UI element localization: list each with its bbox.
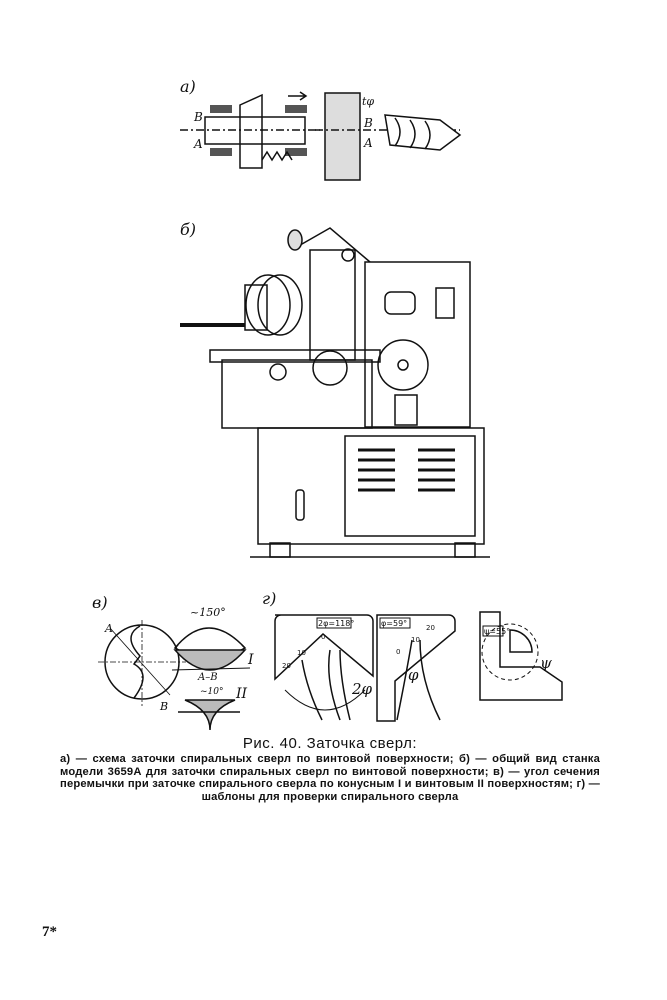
angle-psi: ψ [540,654,552,672]
panel-b-machine: б) [180,220,490,558]
angle-phi: φ [408,666,419,684]
angle-150: ~150° [190,606,226,619]
section-ab: A–B [197,672,218,683]
mark-i: I [247,652,254,668]
panel-b-label: б) [180,220,196,239]
badge-psi: ψ=55° [484,627,510,636]
mark-t: tφ [362,95,374,108]
angle-10: ~10° [200,687,224,697]
page-number: 7* [42,924,57,940]
mark-b2: B [363,116,373,130]
mark-a2: A [363,136,373,150]
panel-a-label: а) [180,77,196,96]
tick-20-mid: 20 [426,624,435,632]
figure-caption-body: а) — схема заточки спиральных сверл по в… [60,753,600,803]
tick-0-mid: 0 [396,648,400,656]
tick-10-mid: 10 [411,636,420,644]
mark-ii: II [235,686,248,702]
panel-g-templates: г) 2φ=118° 20 10 0 φ=59° 0 10 20 ψ=55° 2… [262,589,563,722]
panel-v-diagram: в) A B ~150° I A–B ~10° II [92,593,254,731]
panel-g-label: г) [262,589,276,608]
badge-2phi: 2φ=118° [318,619,354,628]
mark-a1: A [193,137,203,151]
tick-0-left: 0 [321,633,325,641]
tick-20-left: 20 [282,662,291,670]
mark-b1: B [193,110,203,124]
badge-phi: φ=59° [381,619,407,628]
panel-v-label: в) [92,593,108,612]
figure-caption-title: Рис. 40. Заточка сверл: [242,735,418,752]
panel-a-diagram: а) B A B A tφ [180,77,462,181]
angle-2phi: 2φ [351,680,373,698]
mark-a: A [104,622,113,635]
mark-b: B [159,700,168,713]
tick-10-left: 10 [297,649,306,657]
